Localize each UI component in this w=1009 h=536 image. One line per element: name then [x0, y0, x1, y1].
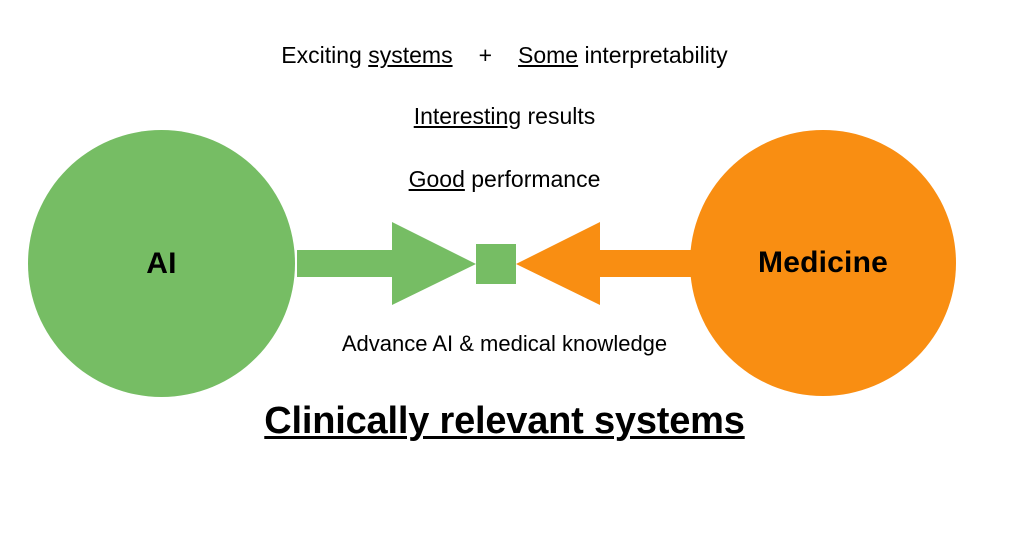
node-ai-circle: AI	[28, 130, 295, 397]
green-arrow-ai-to-center	[297, 222, 476, 305]
caption-some-underlined: Some	[518, 42, 579, 68]
caption-advance-knowledge: Advance AI & medical knowledge	[0, 333, 1009, 355]
caption-interesting-results: Interesting results	[0, 105, 1009, 128]
orange-arrow-medicine-to-center	[516, 222, 692, 305]
caption-conclusion-text: Clinically relevant systems	[264, 400, 745, 442]
caption-interesting-underlined: Interesting	[413, 103, 522, 129]
caption-good-underlined: Good	[408, 166, 465, 192]
node-ai-label: AI	[146, 246, 177, 280]
caption-clinically-relevant-systems: Clinically relevant systems	[0, 402, 1009, 440]
caption-systems-underlined: systems	[368, 42, 453, 68]
node-medicine-circle: Medicine	[690, 130, 956, 396]
caption-exciting-systems-interpretability: Exciting systems + Some interpretability	[0, 44, 1009, 67]
caption-plus-sign: +	[478, 42, 493, 68]
caption-results-plain: results	[521, 103, 596, 129]
node-medicine-label: Medicine	[758, 246, 888, 279]
node-center-square	[476, 244, 516, 284]
caption-interpretability-plain: interpretability	[578, 42, 728, 68]
caption-exciting-plain: Exciting	[281, 42, 369, 68]
caption-good-performance: Good performance	[0, 168, 1009, 191]
caption-advance-text: Advance AI & medical knowledge	[341, 331, 668, 356]
caption-performance-plain: performance	[464, 166, 601, 192]
